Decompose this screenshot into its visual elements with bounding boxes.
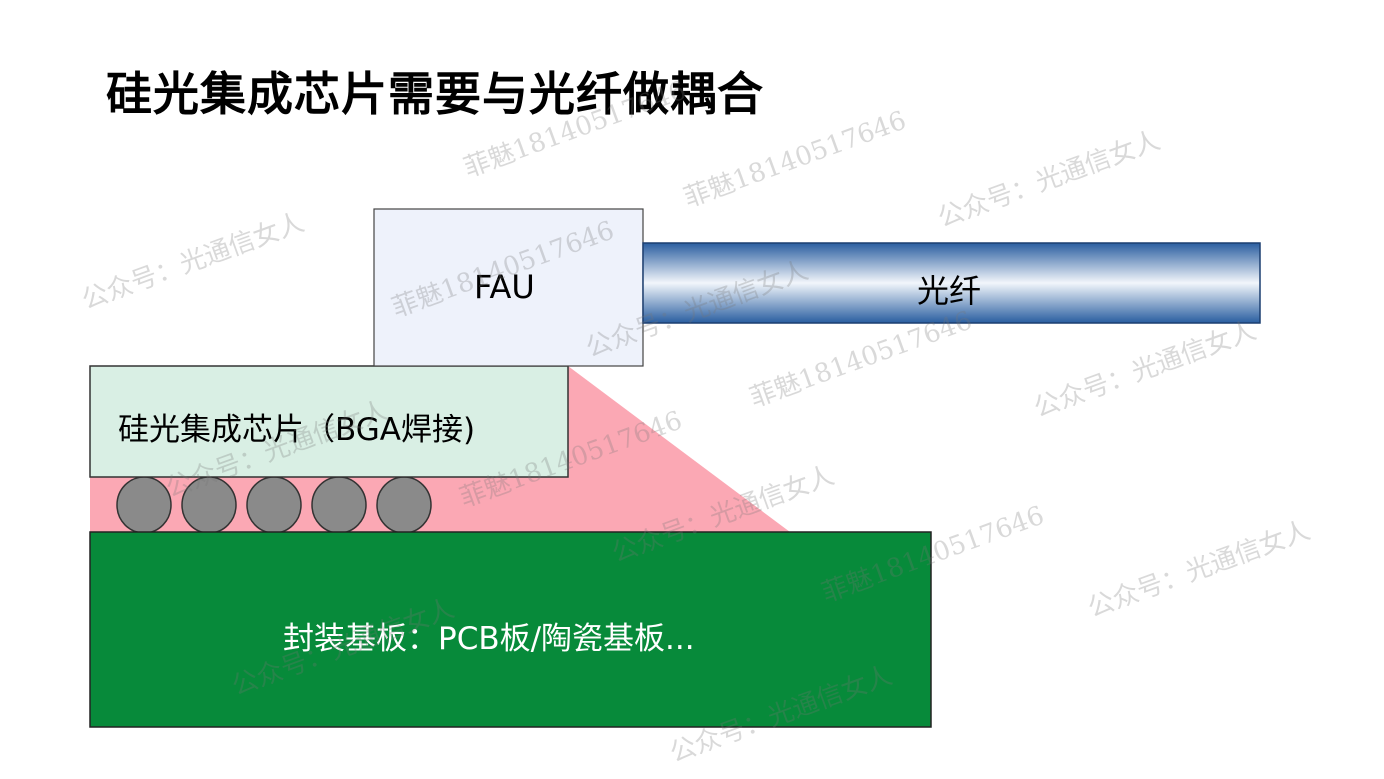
fau-box (373, 208, 644, 367)
solder-ball (116, 476, 172, 534)
chip-label: 硅光集成芯片（BGA焊接) (118, 412, 476, 448)
chip-box (89, 365, 569, 478)
fiber-bar (642, 242, 1261, 324)
solder-ball (311, 476, 367, 534)
fiber-label: 光纤 (917, 272, 982, 310)
solder-ball (376, 476, 432, 534)
solder-ball (246, 476, 302, 534)
substrate-box (89, 531, 932, 728)
slide-title: 硅光集成芯片需要与光纤做耦合 (106, 67, 764, 121)
solder-balls (116, 476, 432, 534)
substrate-label: 封装基板：PCB板/陶瓷基板... (283, 621, 695, 657)
solder-ball (181, 476, 237, 534)
fau-label: FAU (474, 268, 535, 306)
